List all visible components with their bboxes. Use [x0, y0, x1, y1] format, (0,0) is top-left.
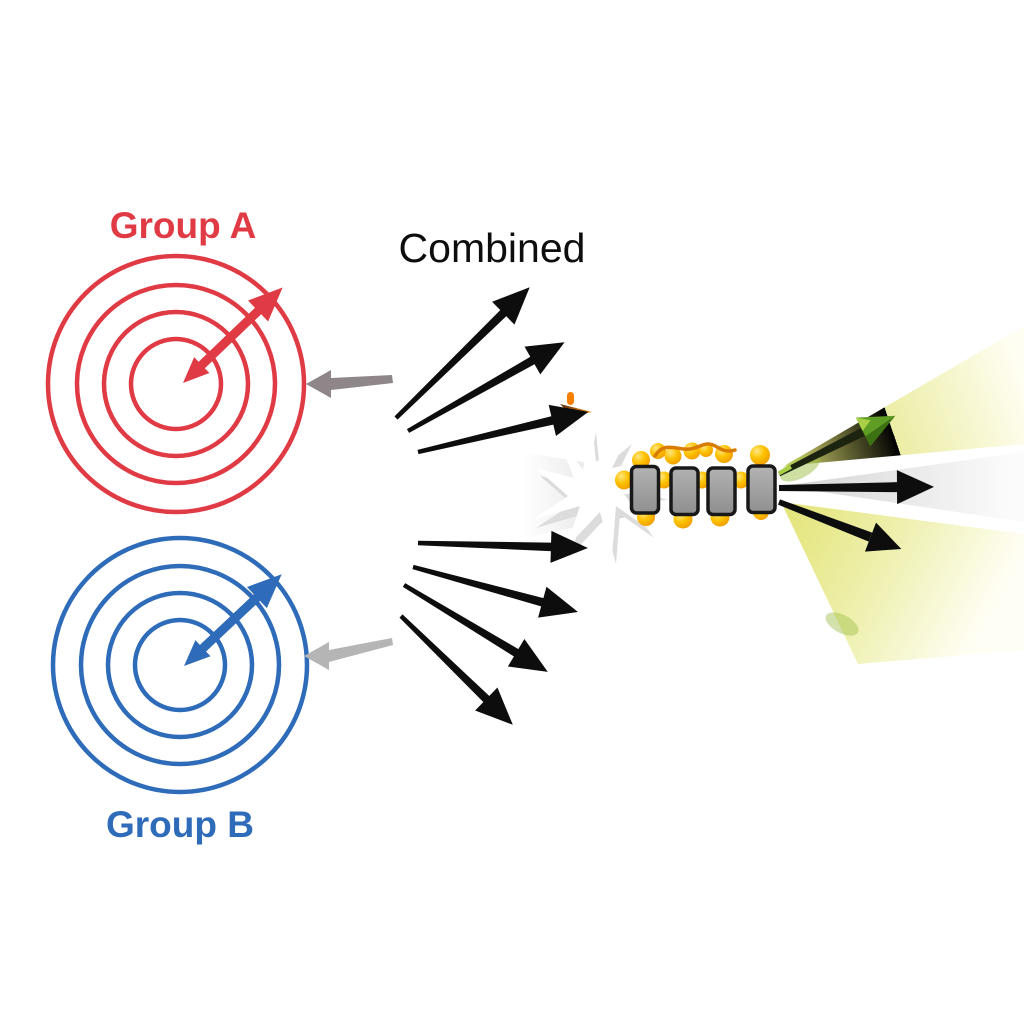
- combined-arrow-7: [399, 614, 513, 725]
- green-arrow-tail-accent: [777, 464, 792, 476]
- arrow-head: [896, 470, 934, 505]
- ligand-dot: [750, 445, 770, 465]
- impact-starburst: [532, 424, 664, 556]
- combined-arrow-4: [417, 530, 588, 563]
- arrow-head: [538, 586, 578, 618]
- combined-arrow-1: [394, 287, 530, 420]
- target-ring: [132, 617, 228, 713]
- target-ring: [74, 282, 278, 486]
- arrow-shaft: [394, 305, 512, 420]
- group-a-target: [45, 253, 307, 515]
- combined-label: Combined: [399, 225, 586, 271]
- arrow-shaft: [778, 482, 898, 493]
- green-arrow-head-shadow: [865, 415, 896, 447]
- group-b-target: [50, 535, 310, 795]
- arrow-shaft: [412, 564, 551, 609]
- arrow-head: [507, 639, 548, 672]
- double-arrow-head-out: [246, 574, 282, 609]
- output-beam-upper: [784, 326, 1024, 466]
- arrow-head: [864, 522, 902, 552]
- arrow-shaft: [406, 353, 541, 433]
- combined-arrow-5: [412, 564, 578, 618]
- ligand-dot: [632, 451, 650, 469]
- arrow-shaft: [417, 540, 559, 552]
- filter-plate: [706, 466, 737, 517]
- ligand-chain: [653, 442, 737, 458]
- group-b-pointer-arrow: [304, 638, 393, 670]
- green-arrow-head-highlight: [855, 417, 871, 432]
- combined-arrow-fan: [394, 287, 592, 725]
- group-a-label: Group A: [110, 205, 257, 246]
- beam-green-tint-lower: [825, 612, 859, 636]
- double-arrow-head-in: [183, 357, 210, 383]
- filter-plate: [629, 464, 661, 515]
- double-arrow-head-in: [184, 640, 211, 666]
- green-arrow-shaft: [777, 425, 871, 477]
- arrow-head: [475, 687, 513, 725]
- output-arrow-green: [777, 415, 896, 477]
- ligand-dot: [664, 447, 682, 465]
- ligand-dot: [615, 470, 633, 490]
- target-ring: [50, 535, 310, 795]
- double-arrow-head-out: [248, 287, 283, 322]
- target-ring: [128, 336, 224, 432]
- filter-plate: [669, 466, 700, 517]
- arrow-head: [524, 342, 565, 375]
- output-beams: [780, 326, 1024, 664]
- filter-plate: [746, 464, 777, 515]
- group-a-spread-arrow: [183, 287, 283, 383]
- output-beam-lower: [781, 502, 1024, 664]
- combined-arrow-6: [402, 583, 548, 672]
- arrow-head: [550, 530, 588, 563]
- arrow-shaft: [417, 414, 561, 455]
- group-b-label: Group B: [106, 804, 254, 845]
- combined-arrow-3: [417, 404, 589, 455]
- output-arrow-lower: [777, 499, 902, 552]
- arrow-shaft: [777, 499, 873, 542]
- combined-arrow-2: [406, 342, 565, 433]
- target-ring: [101, 309, 251, 459]
- target-ring: [105, 590, 255, 740]
- double-arrow-shaft: [194, 590, 265, 657]
- arrow-head: [492, 287, 530, 325]
- arrow-head: [548, 404, 589, 436]
- group-a-pointer-arrow: [306, 370, 393, 398]
- double-arrow-shaft: [192, 303, 266, 374]
- group-b-spread-arrow: [184, 574, 282, 666]
- flame-mark-tip: [567, 392, 574, 405]
- target-ring: [78, 563, 282, 767]
- filter-plate-array: [629, 464, 777, 517]
- ligand-dot: [733, 471, 749, 489]
- output-arrow-middle: [778, 470, 934, 505]
- target-ring: [45, 253, 307, 515]
- arrow-shaft: [402, 583, 525, 661]
- arrow-shaft: [399, 614, 495, 708]
